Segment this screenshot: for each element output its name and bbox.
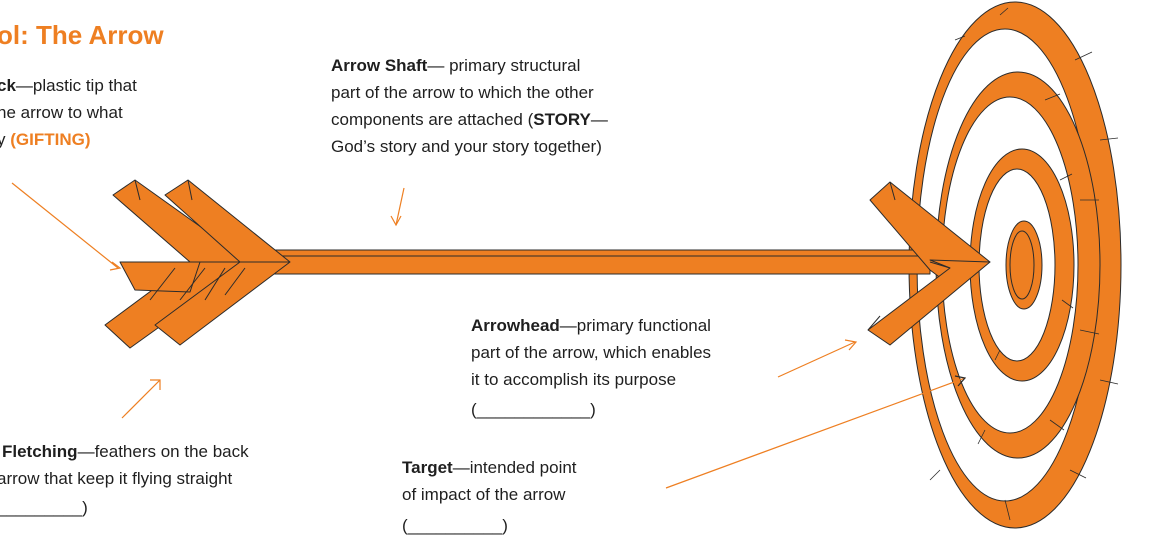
target-blank: (__________) (402, 516, 508, 535)
shaft-line-3: components are attached (STORY— (331, 106, 608, 133)
callout-arrowhead (777, 341, 856, 378)
shaft-desc-3b: — (590, 110, 608, 129)
fletching-desc-1: —feathers on the back (77, 442, 249, 461)
nock-line-1: ck—plastic tip that (0, 72, 137, 99)
target-desc-2: of impact of the arrow (402, 485, 566, 504)
fletching-blank: _________) (0, 498, 88, 517)
callout-lines (11, 182, 967, 489)
fletching-label: Fletching (2, 442, 78, 461)
nock-desc-2: he arrow to what (0, 103, 123, 122)
arrowhead-label: Arrowhead (471, 316, 560, 335)
target-bullseye-face (1009, 230, 1035, 300)
callout-fletching (121, 379, 161, 419)
shaft-answer: STORY (533, 110, 591, 129)
callout-target (665, 377, 966, 489)
callout-nock (11, 182, 119, 269)
shaft-desc-1: — primary structural (427, 56, 581, 75)
target-desc-1: —intended point (452, 458, 577, 477)
nock-desc-3: y (0, 130, 6, 149)
nock-answer: (GIFTING) (10, 130, 91, 149)
target-ring-segments (929, 7, 1119, 521)
shaft-line-1: Arrow Shaft— primary structural (331, 52, 580, 79)
shaft-desc-4: God’s story and your story together) (331, 137, 602, 156)
target (908, 1, 1122, 529)
arrowhead-desc-3: it to accomplish its purpose (471, 370, 677, 389)
arrow-shaft (249, 249, 931, 275)
target-line-1: Target—intended point (402, 454, 577, 481)
nock-label: ck (0, 76, 16, 95)
nock-line-3: y (GIFTING) (0, 126, 91, 153)
target-label: Target (402, 458, 453, 477)
fletching-line-1: Fletching—feathers on the back (2, 438, 249, 465)
arrowhead-blank: (____________) (471, 400, 596, 419)
arrowhead-line-1: Arrowhead—primary functional (471, 312, 711, 339)
diagram-title: ol: The Arrow (0, 20, 164, 50)
fletching (104, 179, 291, 349)
fletching-desc-2: arrow that keep it flying straight (0, 469, 233, 488)
shaft-label: Arrow Shaft (331, 56, 428, 75)
nock-desc-1: —plastic tip that (15, 76, 137, 95)
arrowhead-desc-2: part of the arrow, which enables (471, 343, 712, 362)
arrowhead-desc-1: —primary functional (559, 316, 711, 335)
arrowhead (867, 181, 991, 346)
shaft-desc-2: part of the arrow to which the other (331, 83, 594, 102)
callout-shaft (395, 187, 405, 226)
shaft-desc-3: components are attached ( (331, 110, 534, 129)
